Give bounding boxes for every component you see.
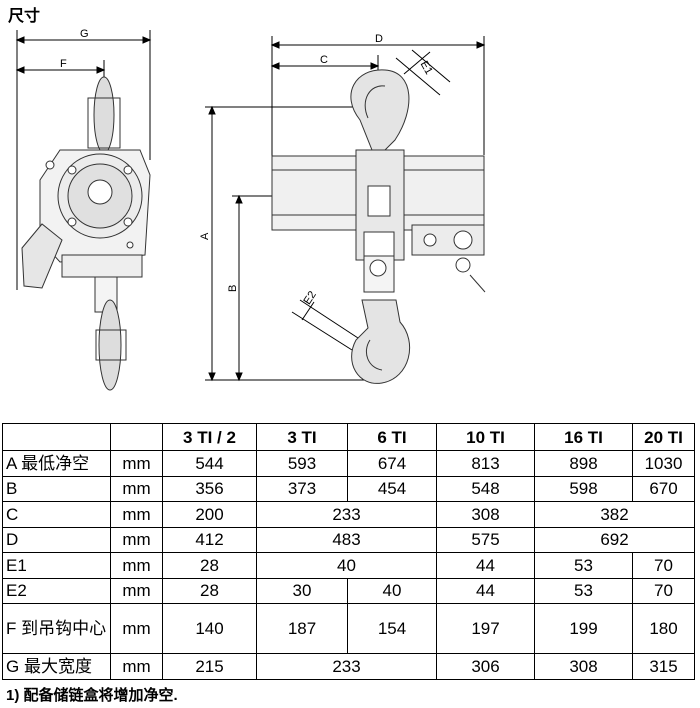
table-cell: 70 (632, 552, 695, 579)
dimension-e2 (291, 299, 359, 351)
column-header: 10 TI (436, 423, 535, 451)
row-unit: mm (110, 450, 163, 477)
table-cell: 154 (347, 603, 437, 654)
table-cell: 233 (256, 501, 437, 528)
column-header: 16 TI (534, 423, 633, 451)
table-cell: 813 (436, 450, 535, 477)
table-cell: 233 (256, 653, 437, 680)
table-cell: 670 (632, 475, 695, 502)
table-cell: 53 (534, 577, 633, 604)
table-cell: 575 (436, 526, 535, 553)
column-header: 6 TI (347, 423, 437, 451)
table-cell: 454 (347, 475, 437, 502)
row-label: E1 (2, 552, 111, 579)
table-cell: 53 (534, 552, 633, 579)
table-cell: 140 (162, 603, 257, 654)
table-cell: 544 (162, 450, 257, 477)
column-header: 3 TI / 2 (162, 423, 257, 451)
table-cell: 44 (436, 552, 535, 579)
label-g: G (80, 28, 89, 40)
table-cell: 898 (534, 450, 633, 477)
row-unit: mm (110, 501, 163, 528)
table-cell: 199 (534, 603, 633, 654)
row-label: D (2, 526, 111, 553)
label-e1: E1 (418, 59, 435, 77)
row-label: A 最低净空 (2, 450, 111, 477)
dimension-e1 (395, 49, 451, 96)
label-e2: E2 (301, 289, 318, 307)
row-label: B (2, 475, 111, 502)
row-label: E2 (2, 577, 111, 604)
row-label: G 最大宽度 (2, 653, 111, 680)
hoist-side-view (21, 76, 151, 391)
row-unit: mm (110, 526, 163, 553)
table-cell: 40 (256, 552, 437, 579)
label-b: B (227, 285, 239, 292)
table-cell: 40 (347, 577, 437, 604)
table-cell: 44 (436, 577, 535, 604)
label-f: F (60, 58, 67, 70)
column-header (110, 423, 163, 451)
table-cell: 70 (632, 577, 695, 604)
dimension-a (205, 105, 380, 382)
column-header (2, 423, 111, 451)
row-unit: mm (110, 475, 163, 502)
table-cell: 356 (162, 475, 257, 502)
table-cell: 412 (162, 526, 257, 553)
dimension-f (15, 60, 106, 80)
row-label: F 到吊钩中心 (2, 603, 111, 654)
label-c: C (320, 54, 328, 66)
table-cell: 548 (436, 475, 535, 502)
table-cell: 315 (632, 653, 695, 680)
label-a: A (199, 232, 211, 240)
row-label: C (2, 501, 111, 528)
dimension-g (15, 30, 152, 290)
table-cell: 483 (256, 526, 437, 553)
table-cell: 28 (162, 552, 257, 579)
table-cell: 1030 (632, 450, 695, 477)
column-header: 3 TI (256, 423, 348, 451)
footnote: 1) 配备储链盒将增加净空. (6, 687, 178, 704)
table-cell: 28 (162, 577, 257, 604)
column-header: 20 TI (632, 423, 695, 451)
row-unit: mm (110, 552, 163, 579)
table-cell: 180 (632, 603, 695, 654)
table-cell: 187 (256, 603, 348, 654)
table-cell: 306 (436, 653, 535, 680)
hoist-front-view (271, 69, 486, 384)
table-cell: 197 (436, 603, 535, 654)
table-cell: 692 (534, 526, 695, 553)
table-cell: 382 (534, 501, 695, 528)
table-cell: 593 (256, 450, 348, 477)
table-cell: 200 (162, 501, 257, 528)
hoist-dimension-drawing: G F D C E1 A B E2 (15, 28, 486, 391)
table-cell: 308 (534, 653, 633, 680)
row-unit: mm (110, 603, 163, 654)
table-cell: 308 (436, 501, 535, 528)
row-unit: mm (110, 577, 163, 604)
table-cell: 215 (162, 653, 257, 680)
label-d: D (375, 33, 383, 45)
table-cell: 373 (256, 475, 348, 502)
table-cell: 674 (347, 450, 437, 477)
table-cell: 30 (256, 577, 348, 604)
row-unit: mm (110, 653, 163, 680)
page-title: 尺寸 (8, 8, 41, 25)
table-cell: 598 (534, 475, 633, 502)
